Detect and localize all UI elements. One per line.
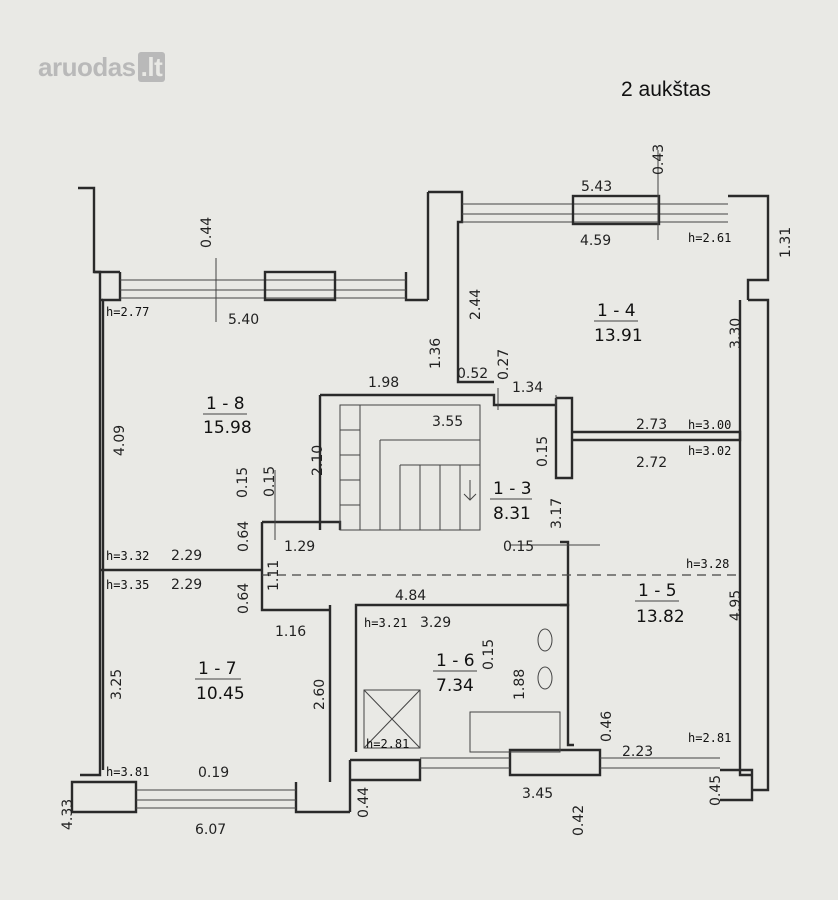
- dimension-label: 5.40: [228, 312, 259, 328]
- dimension-label: 2.29: [171, 577, 202, 593]
- logo-tld: .lt: [137, 52, 166, 82]
- floor-title: 2 aukštas: [621, 78, 711, 101]
- dimension-label: 0.64: [236, 521, 252, 552]
- bathroom-fixtures: [363, 628, 561, 753]
- height-label: h=3.32: [106, 549, 149, 563]
- room-area-1-6: 7.34: [436, 676, 474, 696]
- dimension-label: 1.31: [778, 227, 794, 258]
- dimension-label: 0.15: [262, 466, 278, 497]
- dimension-label: 2.29: [171, 548, 202, 564]
- height-label: h=3.28: [686, 557, 729, 571]
- dimension-label: 1.98: [368, 375, 399, 391]
- dimension-label: 0.44: [356, 787, 372, 818]
- dimension-label: 4.95: [728, 590, 744, 621]
- room-area-1-5: 13.82: [636, 607, 685, 627]
- dimension-label: 1.29: [284, 539, 315, 555]
- windows: [120, 194, 728, 809]
- dimension-label: 3.29: [420, 615, 451, 631]
- dimension-label: 2.10: [310, 445, 326, 476]
- height-label: h=2.81: [688, 731, 731, 745]
- room-area-1-3: 8.31: [493, 504, 531, 524]
- height-label: h=3.35: [106, 578, 149, 592]
- dimension-label: 4.09: [112, 425, 128, 456]
- dimension-label: 2.44: [468, 289, 484, 320]
- height-label: h=3.81: [106, 765, 149, 779]
- dimension-label: 0.15: [481, 639, 497, 670]
- aruodas-logo: aruodas.lt: [38, 52, 166, 83]
- exterior-walls: [70, 186, 770, 814]
- height-label: h=3.00: [688, 418, 731, 432]
- dimension-label: 1.11: [266, 560, 282, 591]
- room-area-1-8: 15.98: [203, 418, 252, 438]
- dimension-label: 0.52: [457, 366, 488, 382]
- height-label: h=2.77: [106, 305, 149, 319]
- dimension-label: 1.16: [275, 624, 306, 640]
- staircase: [339, 404, 481, 531]
- dimension-label: 4.84: [395, 588, 426, 604]
- dimension-label: 1.36: [428, 338, 444, 369]
- room-id-1-7: 1 - 7: [198, 659, 237, 679]
- dimension-label: 2.73: [636, 417, 667, 433]
- height-label: h=3.21: [364, 616, 407, 630]
- room-area-1-7: 10.45: [196, 684, 245, 704]
- dimension-label: 2.72: [636, 455, 667, 471]
- room-id-1-3: 1 - 3: [493, 479, 532, 499]
- logo-name: aruodas: [38, 52, 136, 82]
- dimension-label: 0.27: [496, 349, 512, 380]
- dimension-label: 1.88: [512, 669, 528, 700]
- room-id-1-8: 1 - 8: [206, 394, 245, 414]
- room-area-1-4: 13.91: [594, 326, 643, 346]
- height-label: h=3.02: [688, 444, 731, 458]
- room-id-1-4: 1 - 4: [597, 301, 636, 321]
- room-id-1-5: 1 - 5: [638, 581, 677, 601]
- dimension-lines: [215, 150, 659, 546]
- dimension-label: 0.15: [503, 539, 534, 555]
- dimension-label: 0.43: [651, 144, 667, 175]
- dimension-label: 3.17: [549, 498, 565, 529]
- dimension-label: 0.15: [235, 467, 251, 498]
- dimension-label: 6.07: [195, 822, 226, 838]
- dimension-label: 0.15: [535, 436, 551, 467]
- dimension-label: 1.34: [512, 380, 543, 396]
- height-label: h=2.81: [366, 737, 409, 751]
- dimension-label: 5.43: [581, 179, 612, 195]
- dimension-label: 0.19: [198, 765, 229, 781]
- dimension-label: 0.45: [708, 775, 724, 806]
- dimension-label: 4.33: [60, 799, 76, 830]
- dimension-label: 0.64: [236, 583, 252, 614]
- dimension-label: 0.46: [599, 711, 615, 742]
- room-id-1-6: 1 - 6: [436, 651, 475, 671]
- dimension-label: 3.55: [432, 414, 463, 430]
- dimension-label: 0.44: [199, 217, 215, 248]
- dimension-label: 3.25: [109, 669, 125, 700]
- dimension-label: 3.45: [522, 786, 553, 802]
- dimension-label: 0.42: [571, 805, 587, 836]
- dimension-label: 3.30: [728, 318, 744, 349]
- dimension-label: 2.60: [312, 679, 328, 710]
- height-label: h=2.61: [688, 231, 731, 245]
- dimension-label: 2.23: [622, 744, 653, 760]
- dimension-label: 4.59: [580, 233, 611, 249]
